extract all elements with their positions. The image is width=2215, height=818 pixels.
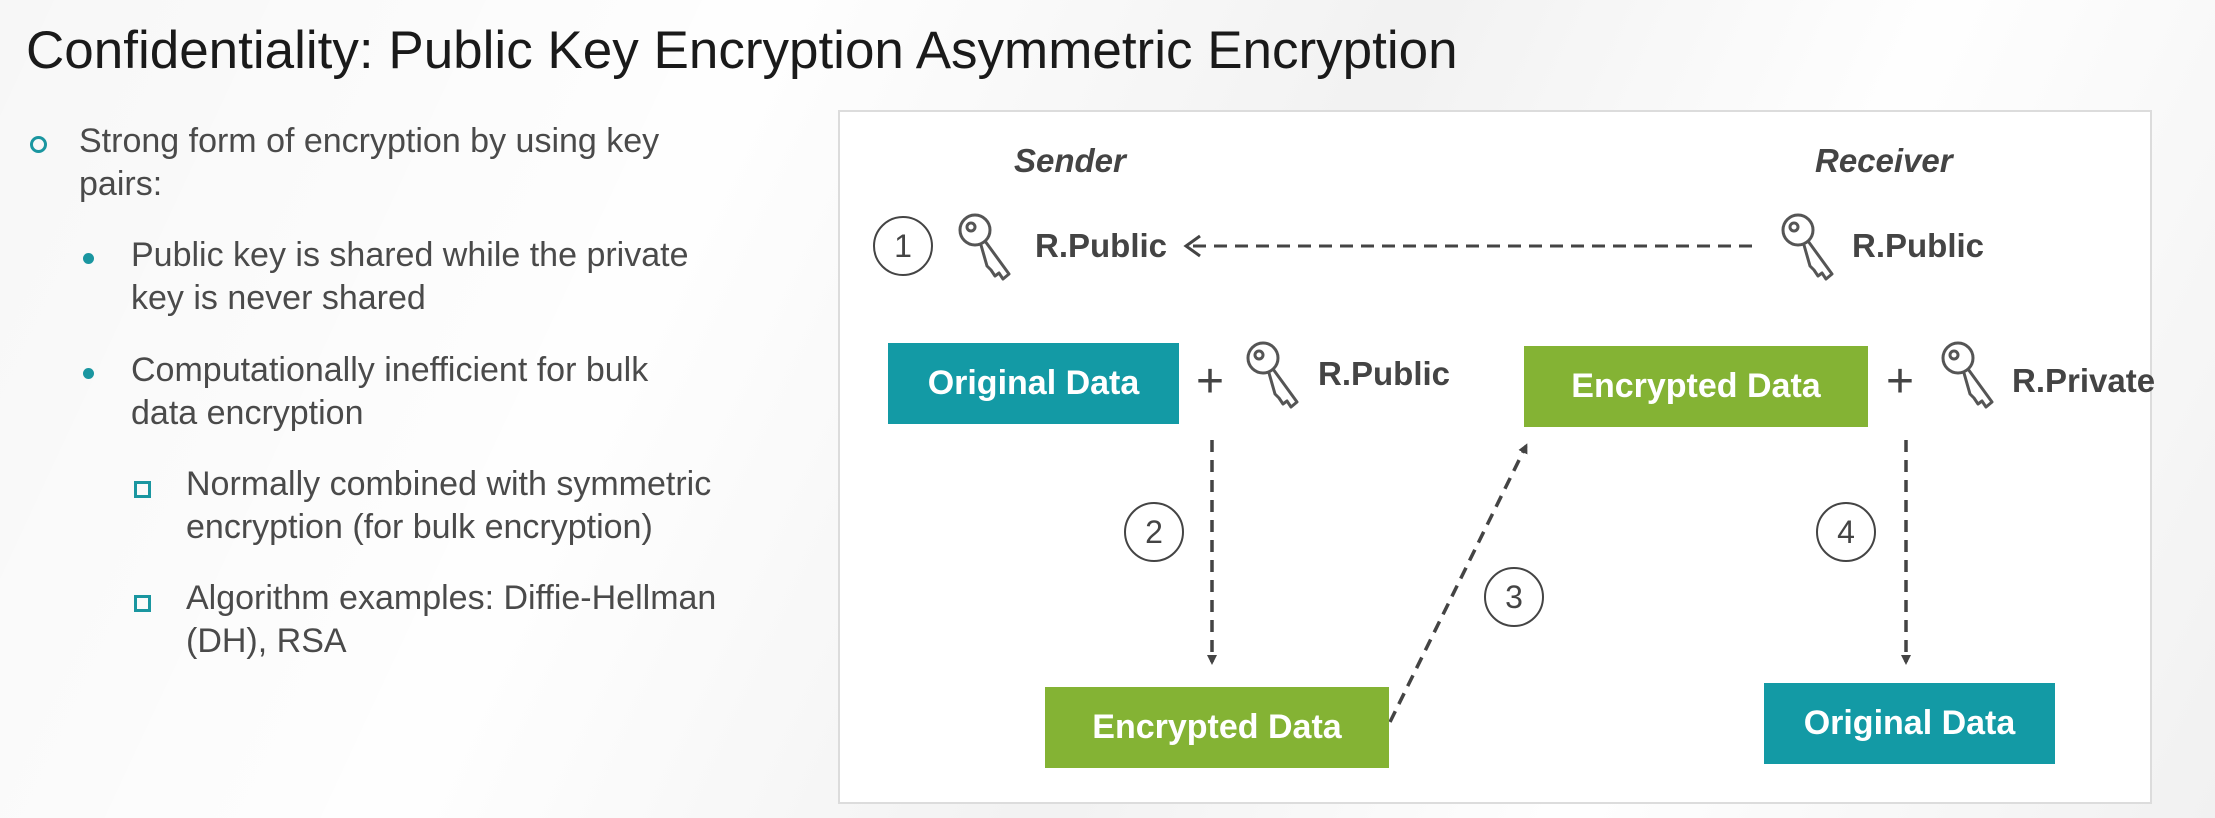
key-icon bbox=[1941, 341, 1994, 409]
bullet-line: pairs: bbox=[79, 165, 163, 203]
bullet-line: encryption (for bulk encryption) bbox=[186, 508, 653, 546]
key-icon bbox=[1246, 341, 1299, 409]
key-icon bbox=[1781, 213, 1834, 281]
bullet-line: Public key is shared while the private bbox=[131, 236, 689, 274]
bullet-line: Computationally inefficient for bulk bbox=[131, 351, 649, 389]
bullet-line: Strong form of encryption by using key bbox=[79, 122, 660, 160]
plus-sign: + bbox=[1196, 355, 1225, 408]
bullet-line: (DH), RSA bbox=[186, 622, 347, 660]
bullet-item-2: Public key is shared while the private k… bbox=[131, 234, 689, 320]
bullet-line: data encryption bbox=[131, 394, 364, 432]
key-icon bbox=[958, 213, 1011, 281]
step-4-badge: 4 bbox=[1816, 502, 1876, 562]
encrypted-data-box-received: Encrypted Data bbox=[1524, 346, 1868, 427]
receiver-label: Receiver bbox=[1815, 142, 1953, 179]
encryption-diagram: Sender Receiver 1 R.Public R.Public Orig… bbox=[838, 110, 2156, 804]
bullet-marker-circle bbox=[30, 136, 47, 153]
bullet-item-4: Normally combined with symmetric encrypt… bbox=[186, 463, 711, 549]
bullet-line: Normally combined with symmetric bbox=[186, 465, 712, 503]
bullet-line: Algorithm examples: Diffie-Hellman bbox=[186, 579, 717, 617]
receiver-public-key-label: R.Public bbox=[1852, 227, 1985, 264]
bullet-marker-dot bbox=[83, 368, 94, 379]
arrow-step-3 bbox=[1388, 443, 1528, 723]
bullet-marker-square bbox=[134, 481, 151, 498]
step-2-badge: 2 bbox=[1124, 502, 1184, 562]
diagram-arrows bbox=[1183, 234, 1911, 723]
step-3-badge: 3 bbox=[1484, 567, 1544, 627]
bullet-marker-dot bbox=[83, 253, 94, 264]
bullet-item-3: Computationally inefficient for bulk dat… bbox=[131, 349, 648, 435]
bullet-item-5: Algorithm examples: Diffie-Hellman (DH),… bbox=[186, 577, 716, 663]
bullet-line: key is never shared bbox=[131, 279, 426, 317]
encrypted-data-box-sent: Encrypted Data bbox=[1045, 687, 1389, 768]
sender-label: Sender bbox=[1014, 142, 1126, 179]
bullet-marker-square bbox=[134, 595, 151, 612]
original-data-box-decrypted: Original Data bbox=[1764, 683, 2055, 764]
plus-sign: + bbox=[1886, 355, 1915, 408]
bullet-item-1: Strong form of encryption by using key p… bbox=[79, 120, 659, 206]
encrypt-public-key-label: R.Public bbox=[1318, 355, 1451, 392]
page-title: Confidentiality: Public Key Encryption A… bbox=[26, 21, 1458, 80]
step-1-badge: 1 bbox=[873, 216, 933, 276]
private-key-label: R.Private bbox=[2012, 362, 2156, 399]
original-data-box: Original Data bbox=[888, 343, 1179, 424]
sender-public-key-label: R.Public bbox=[1035, 227, 1168, 264]
